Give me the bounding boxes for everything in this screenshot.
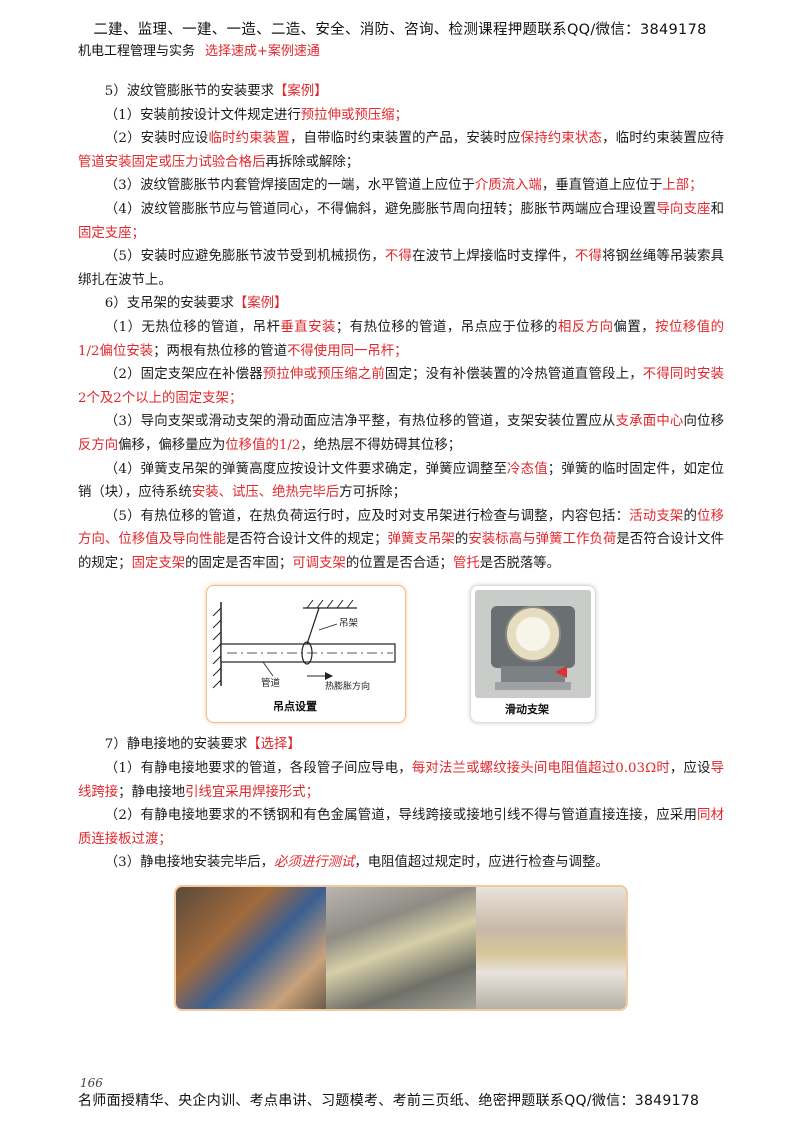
book-name: 机电工程管理与实务 bbox=[78, 44, 196, 59]
page-number: 166 bbox=[80, 1076, 103, 1090]
section-6-title: 6）支吊架的安装要求【案例】 bbox=[104, 296, 288, 312]
s6-item-5: （5）有热位移的管道，在热负荷运行时，应及时对支吊架进行检查与调整，内容包括：活… bbox=[78, 508, 725, 571]
hanger-point-figure: 吊架 管道 热膨胀方向 吊点设置 bbox=[206, 585, 406, 724]
section-7-title: 7）静电接地的安装要求【选择】 bbox=[104, 737, 301, 753]
s6-item-4: （4）弹簧支吊架的弹簧高度应按设计文件要求确定，弹簧应调整至冷态值；弹簧的临时固… bbox=[78, 461, 725, 501]
figure-caption: 滑动支架 bbox=[505, 702, 549, 716]
grounding-photo-flange bbox=[176, 887, 326, 1010]
hanger-diagram: 吊架 管道 热膨胀方向 吊点设置 bbox=[212, 600, 396, 713]
expansion-direction-label: 热膨胀方向 bbox=[325, 680, 370, 692]
hanger-label: 吊架 bbox=[339, 618, 359, 629]
s5-item-2: （2）安装时应设临时约束装置，自带临时约束装置的产品，安装时应保持约束状态，临时… bbox=[78, 131, 725, 170]
sliding-support-figure: 滑动支架 bbox=[470, 585, 596, 724]
header-banner: 二建、监理、一建、一造、二造、安全、消防、咨询、检测课程押题联系QQ/微信：38… bbox=[93, 22, 707, 38]
s6-item-3: （3）导向支架或滑动支架的滑动面应洁净平整，有热位移的管道，支架安装位置应从支承… bbox=[78, 414, 725, 453]
figure-caption: 吊点设置 bbox=[273, 699, 317, 713]
s5-item-1: （1）安装前按设计文件规定进行预拉伸或预压缩； bbox=[104, 107, 408, 123]
grounding-photo-strip bbox=[174, 885, 628, 1012]
grounding-photo-pipe bbox=[476, 887, 626, 1010]
s6-item-2: （2）固定支架应在补偿器预拉伸或预压缩之前固定；没有补偿装置的冷热管道直管段上，… bbox=[78, 367, 725, 406]
book-series: 选择速成+案例速通 bbox=[205, 44, 320, 59]
s5-item-5: （5）安装时应避免膨胀节波节受到机械损伤，不得在波节上焊接临时支撑件，不得将钢丝… bbox=[78, 249, 725, 288]
book-title: 机电工程管理与实务选择速成+案例速通 bbox=[78, 40, 320, 59]
s6-item-1: （1）无热位移的管道，吊杆垂直安装；有热位移的管道，吊点应于位移的相反方向偏置，… bbox=[78, 319, 724, 359]
s7-item-2: （2）有静电接地要求的不锈钢和有色金属管道，导线跨接或接地引线不得与管道直接连接… bbox=[78, 808, 724, 847]
s7-item-1: （1）有静电接地要求的管道，各段管子间应导电，每对法兰或螺纹接头间电阻值超过0.… bbox=[78, 761, 724, 800]
figure-row: 吊架 管道 热膨胀方向 吊点设置 滑动支架 bbox=[78, 585, 724, 724]
grounding-photo-valve bbox=[326, 887, 476, 1010]
footer-banner: 名师面授精华、央企内训、考点串讲、习题模考、考前三页纸、绝密押题联系QQ/微信：… bbox=[78, 1093, 700, 1109]
s7-item-3: （3）静电接地安装完毕后，必须进行测试，电阻值超过规定时，应进行检查与调整。 bbox=[104, 855, 609, 871]
page-content: 5）波纹管膨胀节的安装要求【案例】 （1）安装前按设计文件规定进行预拉伸或预压缩… bbox=[78, 80, 725, 1012]
sliding-support-photo: 滑动支架 bbox=[475, 590, 591, 716]
section-5-title: 5）波纹管膨胀节的安装要求【案例】 bbox=[104, 84, 328, 99]
pipe-label: 管道 bbox=[261, 677, 281, 689]
s5-item-4: （4）波纹管膨胀节应与管道同心，不得偏斜，避免膨胀节周向扭转；膨胀节两端应合理设… bbox=[78, 201, 724, 241]
s5-item-3: （3）波纹管膨胀节内套管焊接固定的一端，水平管道上应位于介质流入端，垂直管道上应… bbox=[104, 178, 703, 194]
